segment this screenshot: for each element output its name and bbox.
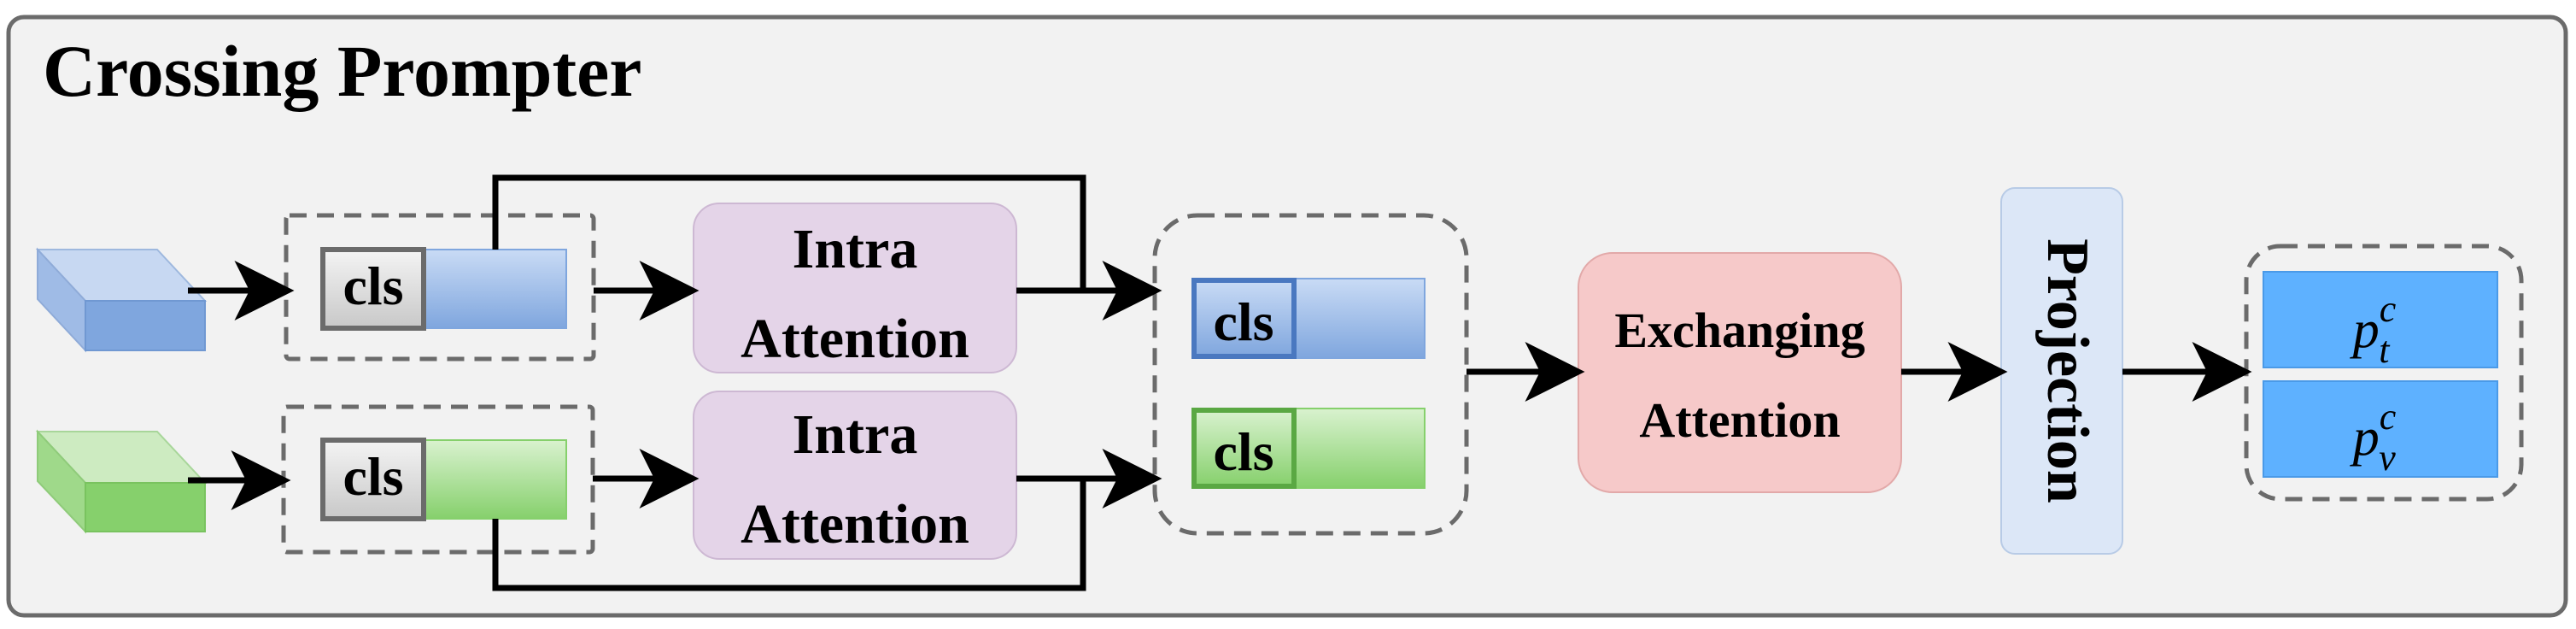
projection-label: Projection: [2034, 238, 2100, 503]
text-cls-bar: [1293, 278, 1426, 359]
intra-attention-label-line2: Attention: [741, 493, 969, 556]
visual-feature-cube: [35, 429, 208, 534]
visual-token-bar: [424, 439, 567, 520]
cls-token-group: [1152, 213, 1469, 536]
cls-token-text: [320, 247, 426, 331]
text-prompt-cell: [2263, 271, 2498, 368]
exchanging-attention-label-line1: Exchanging: [1614, 303, 1865, 358]
text-token-bar: [424, 249, 567, 329]
text-feature-cube: [35, 247, 208, 353]
intra-attention-label-line1: Intra: [793, 218, 918, 280]
cls-token-visual: [320, 438, 426, 521]
cls-label: cls: [1213, 291, 1273, 352]
cls-label: cls: [342, 446, 403, 507]
cls-label: cls: [342, 256, 403, 316]
cls-token-visual-updated: [1191, 408, 1297, 489]
intra-attention-label-line1: Intra: [793, 403, 918, 466]
exchanging-attention-block: [1578, 252, 1902, 493]
exchanging-attention-label-line2: Attention: [1639, 392, 1840, 448]
intra-attention-label-line2: Attention: [741, 308, 969, 370]
skip-connection-text: [492, 174, 1086, 291]
visual-prompt-cell: [2263, 380, 2498, 478]
cls-token-text-updated: [1191, 278, 1297, 359]
visual-cls-bar: [1293, 408, 1426, 489]
skip-connection-visual: [492, 479, 1086, 591]
cls-label: cls: [1213, 421, 1273, 482]
panel-title: Crossing Prompter: [43, 30, 641, 112]
